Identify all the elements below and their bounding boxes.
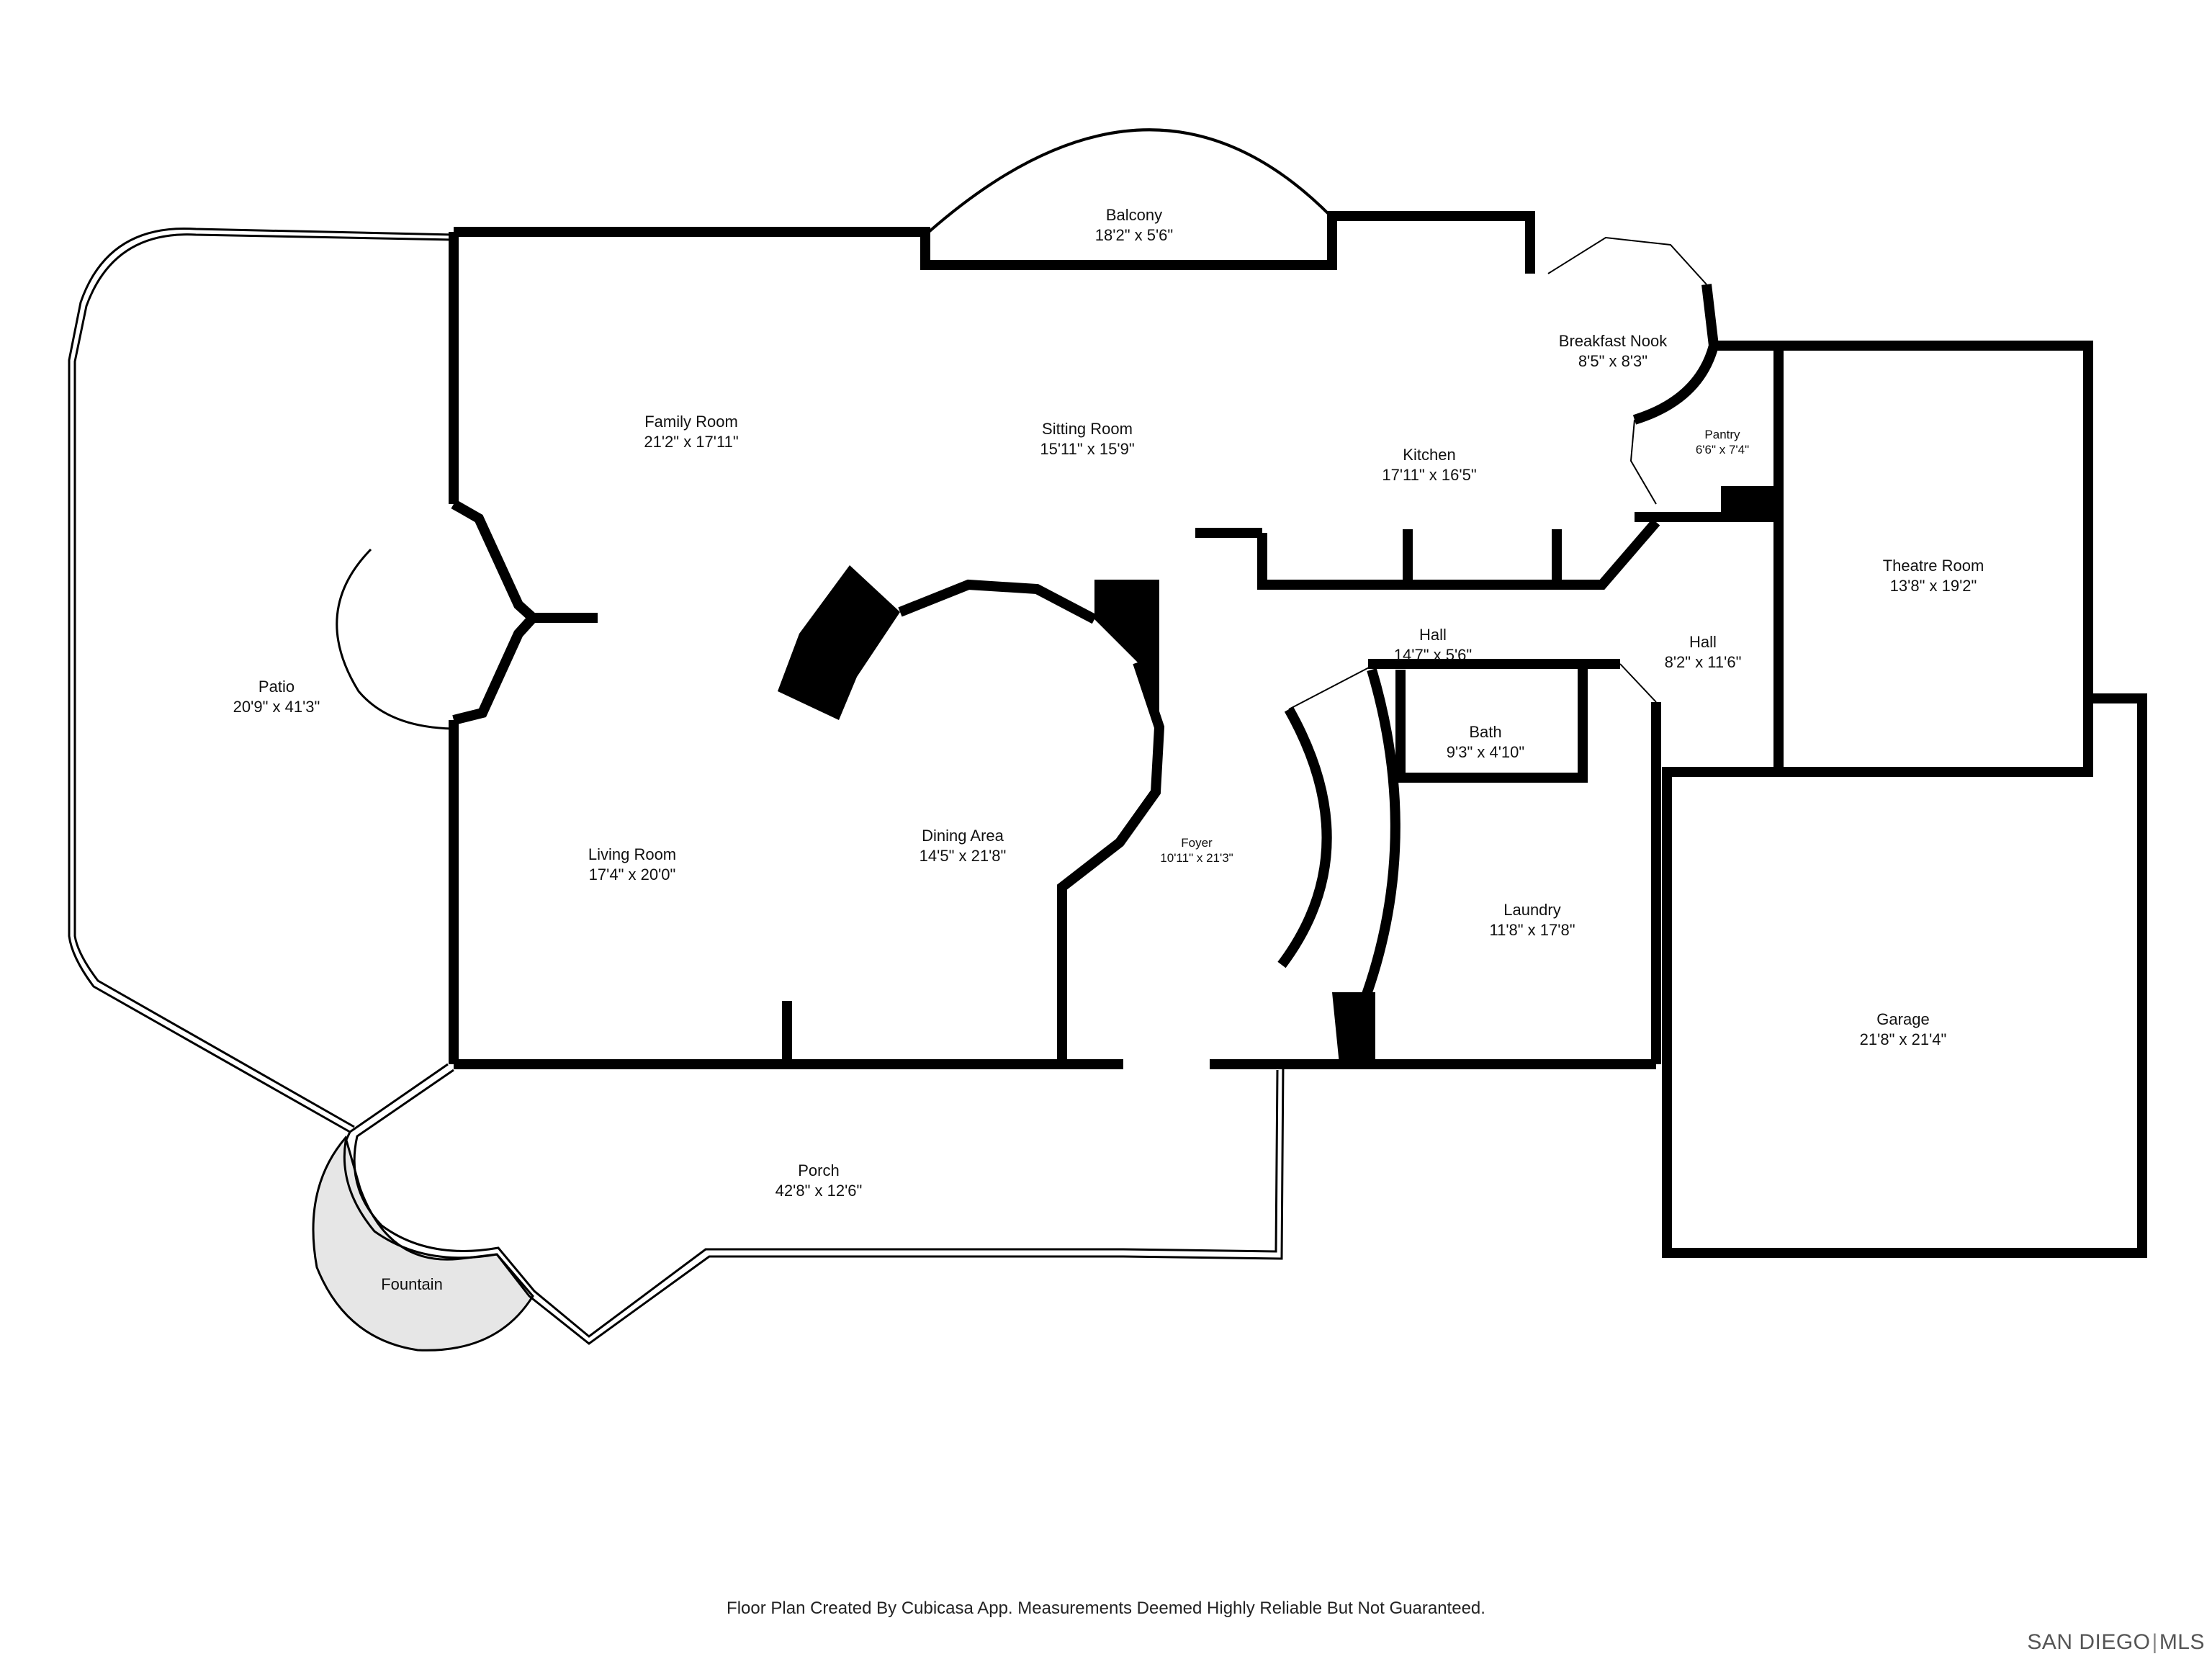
floor-plan-disclaimer: Floor Plan Created By Cubicasa App. Meas… — [727, 1599, 1485, 1618]
room-dimensions: 14'5" x 21'8" — [919, 846, 1007, 865]
fireplace — [778, 565, 900, 720]
watermark-separator: | — [2152, 1630, 2158, 1654]
laundry-label: Laundry 11'8" x 17'8" — [1489, 900, 1575, 940]
patio-arc — [336, 548, 453, 730]
dining-area-label: Dining Area 14'5" x 21'8" — [920, 826, 1007, 866]
room-name: Dining Area — [922, 827, 1004, 845]
breakfast-nook-label: Breakfast Nook 8'5" x 8'3" — [1559, 331, 1667, 371]
room-dimensions: 18'2" x 5'6" — [1094, 225, 1174, 244]
room-name: Balcony — [1105, 206, 1163, 224]
patio-outline — [68, 227, 454, 1133]
foyer-label: Foyer 10'11" x 21'3" — [1160, 835, 1233, 866]
balcony-label: Balcony 18'2" x 5'6" — [1095, 205, 1173, 245]
room-name: Hall — [1419, 626, 1447, 644]
room-name: Sitting Room — [1042, 420, 1133, 438]
hall-right-label: Hall 8'2" x 11'6" — [1665, 632, 1742, 672]
room-dimensions: 15'11" x 15'9" — [1040, 439, 1135, 458]
room-name: Family Room — [644, 413, 738, 431]
watermark-left: SAN DIEGO — [2027, 1630, 2151, 1654]
fountain-shape — [312, 1135, 534, 1352]
porch-outline — [343, 1063, 1285, 1345]
room-name: Bath — [1469, 723, 1502, 741]
hall-upper-label: Hall 14'7" x 5'6" — [1394, 625, 1472, 665]
room-name: Kitchen — [1403, 446, 1456, 464]
room-dimensions: 11'8" x 17'8" — [1489, 920, 1575, 939]
room-name: Porch — [798, 1161, 840, 1179]
room-dimensions: 17'11" x 16'5" — [1382, 465, 1477, 484]
room-dimensions: 6'6" x 7'4" — [1695, 443, 1750, 457]
column-blocks — [1094, 486, 1779, 1064]
room-name: Garage — [1876, 1010, 1930, 1028]
room-name: Foyer — [1181, 836, 1213, 850]
room-name: Breakfast Nook — [1558, 332, 1668, 350]
watermark-right: MLS — [2159, 1630, 2205, 1654]
living-room-label: Living Room 17'4" x 20'0" — [588, 845, 676, 884]
room-name: Fountain — [381, 1275, 443, 1293]
room-dimensions: 8'2" x 11'6" — [1664, 652, 1742, 671]
room-dimensions: 10'11" x 21'3" — [1160, 851, 1233, 866]
garage-label: Garage 21'8" x 21'4" — [1860, 1010, 1947, 1049]
room-dimensions: 21'8" x 21'4" — [1859, 1030, 1947, 1048]
porch-label: Porch 42'8" x 12'6" — [775, 1161, 863, 1200]
room-name: Laundry — [1503, 901, 1561, 919]
balcony-arc — [927, 128, 1332, 233]
room-name: Patio — [258, 678, 295, 696]
room-dimensions: 9'3" x 4'10" — [1446, 742, 1525, 761]
room-dimensions: 20'9" x 41'3" — [233, 697, 320, 716]
room-dimensions: 13'8" x 19'2" — [1889, 576, 1977, 595]
room-name: Living Room — [588, 845, 677, 863]
kitchen-label: Kitchen 17'11" x 16'5" — [1382, 445, 1476, 485]
fountain-label: Fountain — [381, 1274, 443, 1295]
sitting-room-label: Sitting Room 15'11" x 15'9" — [1040, 419, 1134, 459]
room-dimensions: 21'2" x 17'11" — [644, 432, 739, 451]
room-dimensions: 17'4" x 20'0" — [588, 865, 676, 884]
windows — [1061, 236, 1707, 965]
theatre-room-label: Theatre Room 13'8" x 19'2" — [1883, 556, 1984, 595]
walls — [449, 211, 2147, 1258]
mls-watermark: SAN DIEGO|MLS — [2027, 1630, 2205, 1655]
bath-label: Bath 9'3" x 4'10" — [1447, 722, 1524, 762]
room-name: Theatre Room — [1882, 557, 1984, 575]
pantry-label: Pantry 6'6" x 7'4" — [1696, 427, 1749, 458]
family-room-label: Family Room 21'2" x 17'11" — [644, 412, 738, 451]
room-name: Hall — [1689, 633, 1717, 651]
room-name: Pantry — [1704, 428, 1740, 441]
patio-label: Patio 20'9" x 41'3" — [233, 677, 320, 716]
room-dimensions: 42'8" x 12'6" — [775, 1181, 863, 1200]
room-dimensions: 14'7" x 5'6" — [1393, 645, 1473, 664]
room-dimensions: 8'5" x 8'3" — [1578, 351, 1648, 370]
